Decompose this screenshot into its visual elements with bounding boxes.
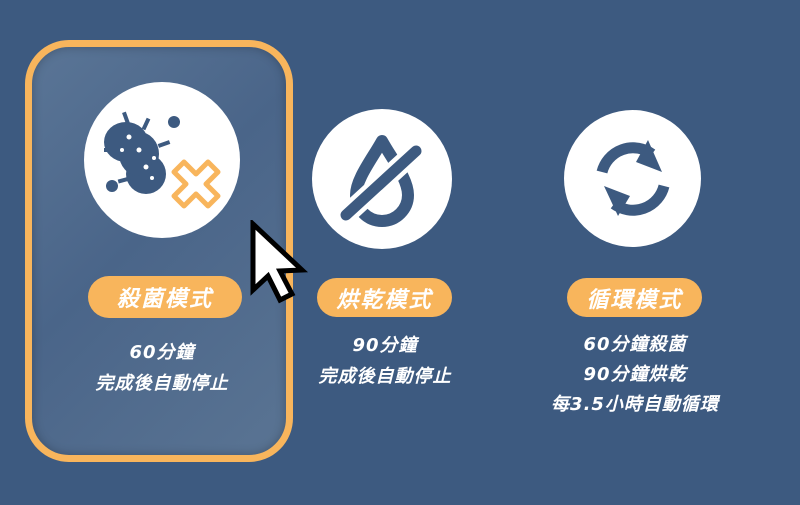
dry-mode-label: 烘乾模式 [317,278,452,317]
sterilize-mode-button[interactable] [84,82,240,238]
cycle-mode-label: 循環模式 [567,278,702,317]
dry-mode-button[interactable] [312,109,452,249]
sterilize-mode-description: 60分鐘 完成後自動停止 [40,337,284,399]
cycle-arrows-icon [596,140,670,216]
description-line: 60分鐘 [129,342,195,363]
dry-mode-description: 90分鐘 完成後自動停止 [290,330,480,392]
description-line: 完成後自動停止 [318,366,452,387]
sterilize-mode-label: 殺菌模式 [88,276,242,318]
cycle-mode-description: 60分鐘殺菌 90分鐘烘乾 每3.5小時自動循環 [510,330,760,420]
description-line: 90分鐘 [352,335,418,356]
description-line: 60分鐘殺菌 [583,334,687,355]
mouse-pointer-icon [250,220,309,304]
bacteria-cross-icon [104,111,221,209]
cycle-mode-button[interactable] [564,110,701,247]
no-water-drop-icon [336,135,426,227]
description-line: 完成後自動停止 [95,373,229,394]
description-line: 每3.5小時自動循環 [551,394,719,415]
description-line: 90分鐘烘乾 [583,364,687,385]
